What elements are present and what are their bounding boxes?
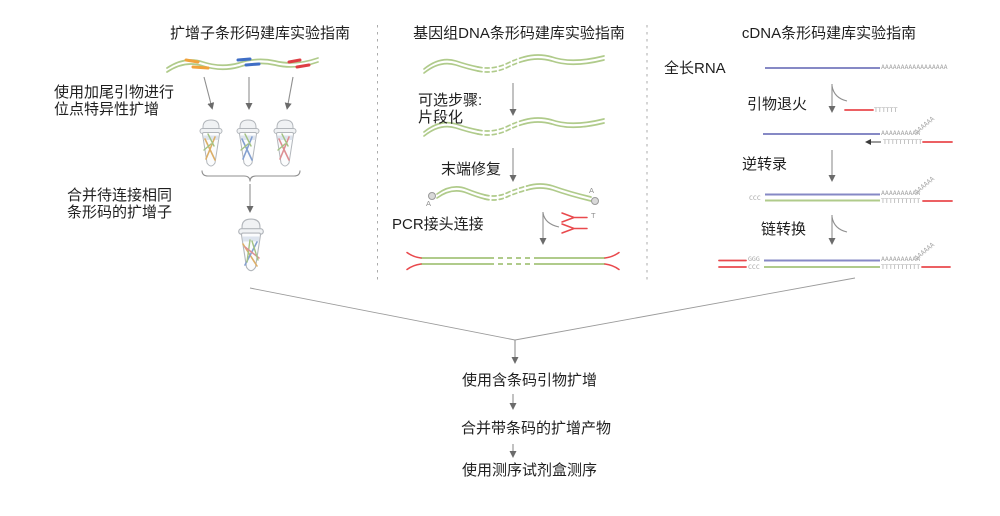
ccc-final: CCC bbox=[748, 262, 760, 271]
a-overhang-left-label: A bbox=[426, 199, 432, 208]
cdna-input-label: 全长RNA bbox=[664, 60, 726, 77]
polya-annealed: AAAAAAAAAA bbox=[881, 129, 921, 137]
a-overhang-right-label: A bbox=[589, 186, 595, 195]
genomic-dna-a-tailed bbox=[428, 183, 599, 205]
cdna-step2-label: 逆转录 bbox=[742, 156, 788, 173]
genomic-step2-label: 末端修复 bbox=[441, 161, 502, 178]
polyt-rt: TTTTTTTTTT bbox=[881, 197, 921, 205]
y-adapters bbox=[561, 212, 588, 234]
amplicon-step1-label: 使用加尾引物进行 位点特异性扩增 bbox=[54, 84, 175, 118]
t-overhang-label: T bbox=[591, 211, 596, 220]
polyt-primer-seq: TTTTTT bbox=[874, 106, 898, 114]
cdna-column-title: cDNA条形码建库实验指南 bbox=[741, 25, 917, 42]
amplicon-step2-label: 合并待连接相同 条形码的扩增子 bbox=[67, 187, 173, 221]
primer-annealing-arrow bbox=[828, 84, 874, 113]
ggg-final: GGG bbox=[748, 255, 760, 263]
strand-switch-arrow bbox=[828, 215, 848, 245]
footer-step2-label: 合并带条码的扩增产物 bbox=[461, 420, 612, 437]
tube-pooled bbox=[238, 218, 264, 272]
tube-amplicon-3 bbox=[273, 119, 297, 167]
genomic-column-title: 基因组DNA条形码建库实验指南 bbox=[413, 25, 625, 42]
polyt-annealed: TTTTTTTTTT bbox=[883, 138, 923, 146]
tube-amplicon-2 bbox=[236, 119, 260, 167]
amplicon-dna-with-barcodes bbox=[166, 57, 319, 73]
column-dividers bbox=[377, 25, 648, 284]
genomic-step1-label: 可选步骤: 片段化 bbox=[418, 92, 483, 126]
genomic-library-product bbox=[406, 251, 620, 271]
genomic-step3-label: PCR接头连接 bbox=[392, 216, 484, 233]
cdna-step1-label: 引物退火 bbox=[747, 96, 808, 113]
cdna-step3-label: 链转换 bbox=[761, 221, 807, 238]
polya-final: AAAAAAAAAA bbox=[881, 255, 921, 263]
ccc-overhang-rt: CCC bbox=[749, 194, 761, 202]
annealed-rna-primer bbox=[763, 133, 953, 145]
tube-amplicon-1 bbox=[199, 119, 223, 167]
polya-tail-rna: AAAAAAAAAAAAAAAAA bbox=[881, 63, 948, 71]
footer-step3-label: 使用测序试剂盒测序 bbox=[462, 462, 598, 479]
footer-step1-label: 使用含条码引物扩增 bbox=[462, 372, 598, 389]
adapter-ligation-arrow bbox=[539, 212, 560, 245]
polyt-final: TTTTTTTTTT bbox=[881, 263, 921, 271]
amplicon-column-title: 扩增子条形码建库实验指南 bbox=[169, 25, 351, 42]
genomic-dna-intact bbox=[423, 54, 605, 74]
rna-cdna-hybrid bbox=[765, 193, 953, 202]
cdna-library-product bbox=[718, 259, 951, 268]
polya-rt: AAAAAAAAAA bbox=[881, 189, 921, 197]
split-arrows bbox=[203, 76, 294, 110]
pool-bracket bbox=[201, 170, 301, 213]
convergence-lines bbox=[249, 277, 856, 364]
